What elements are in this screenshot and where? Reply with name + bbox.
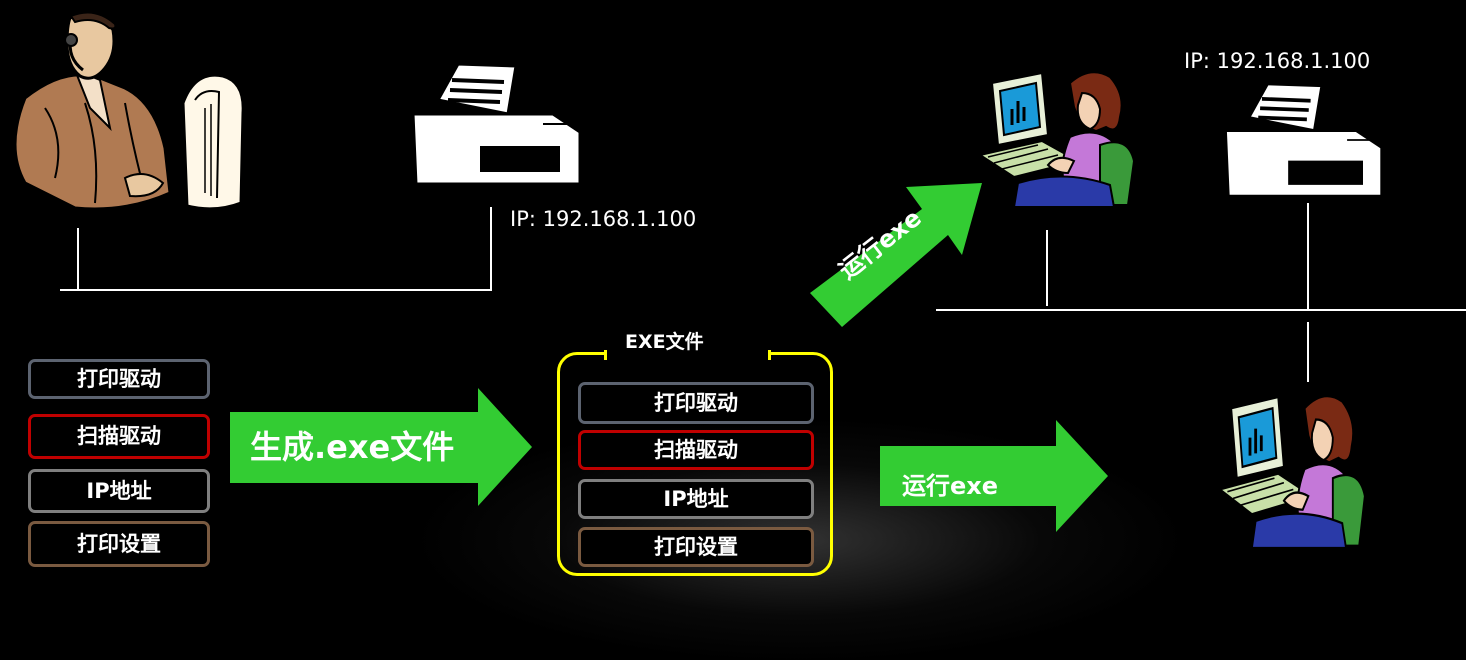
exe-print-driver-box: 打印驱动	[578, 382, 814, 424]
network-line-left-vertical-2	[490, 207, 492, 290]
network-line-left-horizontal	[60, 289, 492, 291]
exe-ip-address-box: IP地址	[578, 479, 814, 519]
technician-clipart-icon	[13, 11, 245, 211]
exe-file-title: EXE文件	[625, 331, 704, 353]
scan-driver-box: 扫描驱动	[28, 414, 210, 459]
user-at-computer-icon	[978, 71, 1136, 207]
printer-ip-label-right: IP: 192.168.1.100	[1184, 49, 1371, 73]
printer-icon	[1224, 82, 1384, 198]
network-line-right-vertical-3	[1307, 322, 1309, 382]
run-exe-label-lower: 运行exe	[902, 472, 999, 500]
exe-frame-tick-right	[768, 350, 771, 360]
network-line-right-vertical-1	[1046, 230, 1048, 306]
run-exe-arrow-upper	[810, 183, 982, 327]
network-line-right-vertical-2	[1307, 203, 1309, 310]
exe-scan-driver-box: 扫描驱动	[578, 430, 814, 470]
printer-icon	[411, 62, 582, 186]
user-at-computer-icon	[1218, 395, 1366, 548]
generate-exe-label: 生成.exe文件	[250, 428, 455, 466]
network-line-right-horizontal	[936, 309, 1466, 311]
exe-print-settings-box: 打印设置	[578, 527, 814, 567]
generate-exe-arrow	[230, 388, 532, 506]
printer-ip-label-left: IP: 192.168.1.100	[510, 207, 697, 231]
print-settings-box: 打印设置	[28, 521, 210, 567]
exe-frame-title-gap	[606, 348, 770, 358]
print-driver-box: 打印驱动	[28, 359, 210, 399]
run-exe-arrow-lower	[880, 420, 1108, 532]
network-line-left-vertical-1	[77, 228, 79, 290]
exe-frame-tick-left	[604, 350, 607, 360]
ip-address-box: IP地址	[28, 469, 210, 513]
